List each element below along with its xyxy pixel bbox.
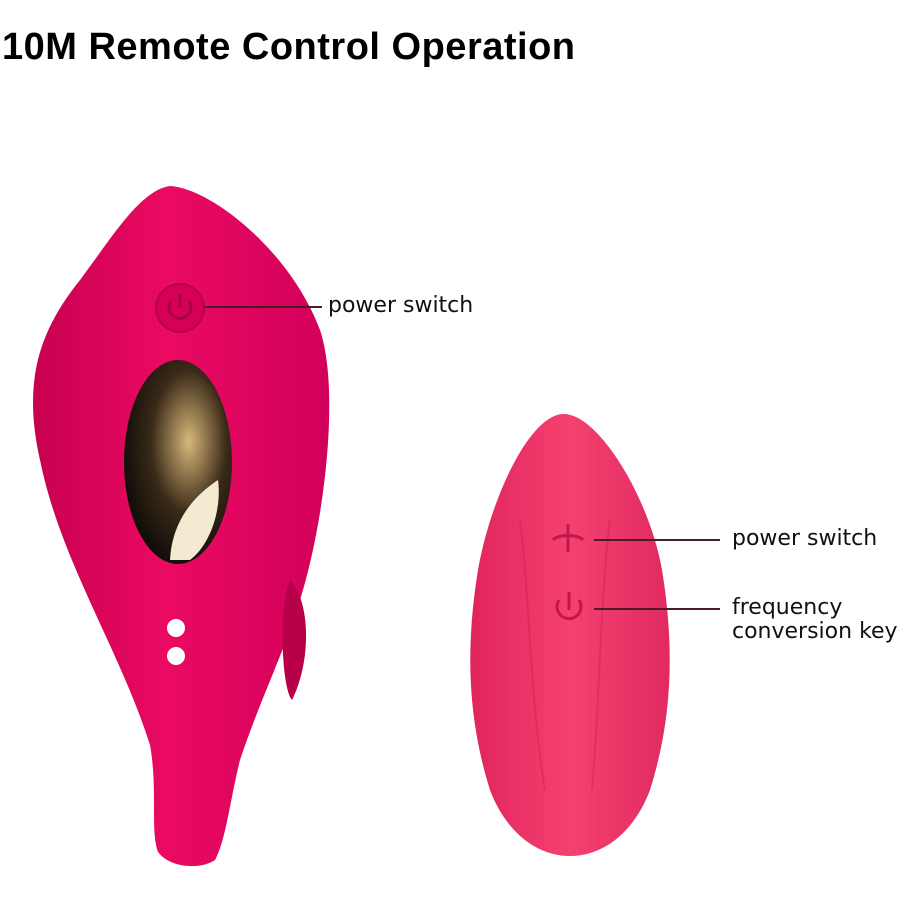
indicator-dot: [167, 619, 185, 637]
leader-line: [594, 608, 720, 610]
frequency-key-label-line1: frequency: [732, 595, 843, 620]
indicator-dot: [167, 647, 185, 665]
device-power-switch-label: power switch: [328, 293, 474, 318]
leader-line: [204, 306, 322, 308]
remote-power-switch-label: power switch: [732, 526, 878, 551]
power-icon: [555, 592, 583, 621]
leader-line: [594, 539, 720, 541]
main-device: [33, 186, 330, 867]
frequency-key-label: frequency conversion key: [732, 595, 898, 645]
remote-control: [470, 413, 670, 856]
page-title: 10M Remote Control Operation: [2, 26, 576, 68]
frequency-key-label-line2: conversion key: [732, 619, 898, 645]
plus-icon: [551, 524, 585, 552]
power-icon: [155, 283, 205, 333]
